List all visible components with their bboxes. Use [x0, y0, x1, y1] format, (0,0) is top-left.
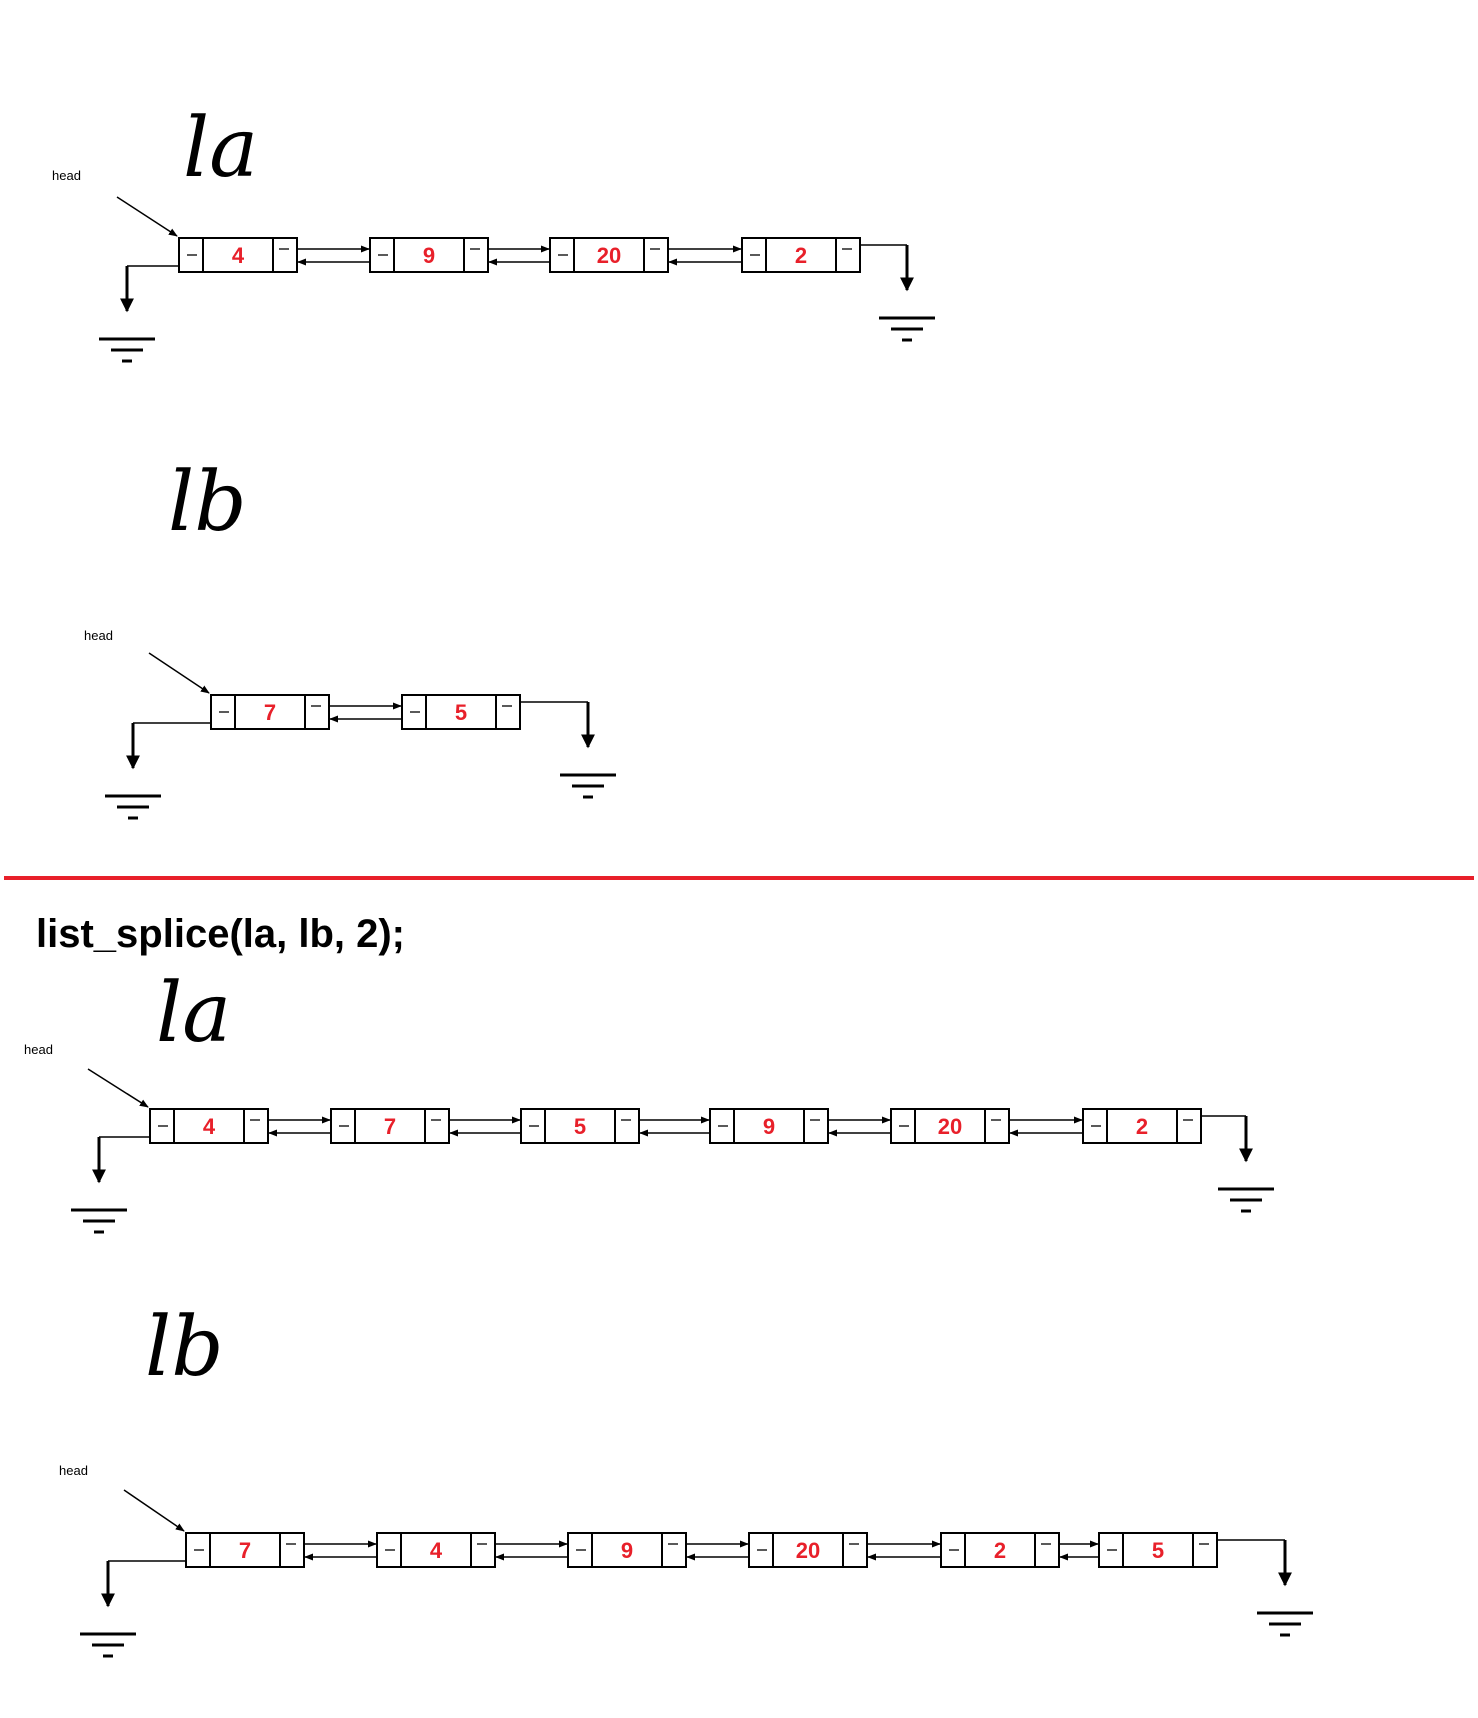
list-node: 5 — [520, 1108, 640, 1144]
list-title-lb-before: lb — [168, 455, 247, 550]
head-label: head — [59, 1463, 88, 1478]
list-node: 2 — [940, 1532, 1060, 1568]
list-node: 7 — [330, 1108, 450, 1144]
node-value: 2 — [994, 1538, 1006, 1563]
node-value: 5 — [574, 1114, 586, 1139]
head-pointer-arrow — [116, 196, 178, 237]
list-node: 9 — [369, 237, 489, 273]
list-node: 20 — [549, 237, 669, 273]
list-node: 2 — [1082, 1108, 1202, 1144]
list-title-la-before: la — [183, 101, 258, 196]
node-box — [401, 694, 521, 730]
node-box — [149, 1108, 269, 1144]
node-box — [178, 237, 298, 273]
node-box — [376, 1532, 496, 1568]
node-box — [748, 1532, 868, 1568]
node-value: 4 — [232, 243, 245, 268]
list-node: 5 — [401, 694, 521, 730]
list-node: 9 — [567, 1532, 687, 1568]
node-box — [890, 1108, 1010, 1144]
null-ground-icon — [105, 723, 161, 820]
node-value: 20 — [796, 1538, 820, 1563]
node-box — [185, 1532, 305, 1568]
node-box — [369, 237, 489, 273]
head-label: head — [52, 168, 81, 183]
null-ground-icon — [1257, 1540, 1313, 1637]
list-node: 5 — [1098, 1532, 1218, 1568]
null-ground-icon — [80, 1561, 136, 1658]
node-box — [940, 1532, 1060, 1568]
node-box — [741, 237, 861, 273]
head-pointer-arrow — [148, 652, 210, 694]
node-value: 9 — [621, 1538, 633, 1563]
head-pointer-arrow — [87, 1068, 149, 1108]
list-node: 7 — [210, 694, 330, 730]
node-box — [709, 1108, 829, 1144]
node-value: 20 — [938, 1114, 962, 1139]
node-box — [1098, 1532, 1218, 1568]
list-node: 20 — [748, 1532, 868, 1568]
node-box — [330, 1108, 450, 1144]
list-title-la-after: la — [156, 966, 231, 1061]
head-label: head — [24, 1042, 53, 1057]
list-node: 9 — [709, 1108, 829, 1144]
function-call: list_splice(la, lb, 2); — [36, 912, 405, 956]
node-box — [210, 694, 330, 730]
head-label: head — [84, 628, 113, 643]
node-box — [567, 1532, 687, 1568]
list-node: 20 — [890, 1108, 1010, 1144]
node-value: 5 — [455, 700, 467, 725]
null-ground-icon — [879, 245, 935, 342]
node-value: 2 — [1136, 1114, 1148, 1139]
node-value: 7 — [239, 1538, 251, 1563]
null-ground-icon — [560, 702, 616, 799]
null-ground-icon — [71, 1137, 127, 1234]
list-node: 7 — [185, 1532, 305, 1568]
null-ground-icon — [99, 266, 155, 363]
node-value: 9 — [763, 1114, 775, 1139]
list-node: 4 — [149, 1108, 269, 1144]
node-value: 7 — [264, 700, 276, 725]
list-node: 4 — [178, 237, 298, 273]
node-value: 4 — [203, 1114, 216, 1139]
node-box — [1082, 1108, 1202, 1144]
node-box — [549, 237, 669, 273]
list-node: 4 — [376, 1532, 496, 1568]
node-value: 2 — [795, 243, 807, 268]
node-value: 5 — [1152, 1538, 1164, 1563]
node-value: 7 — [384, 1114, 396, 1139]
null-ground-icon — [1218, 1116, 1274, 1213]
node-value: 4 — [430, 1538, 443, 1563]
node-box — [520, 1108, 640, 1144]
list-node: 2 — [741, 237, 861, 273]
list-title-lb-after: lb — [145, 1300, 224, 1395]
node-value: 20 — [597, 243, 621, 268]
node-value: 9 — [423, 243, 435, 268]
head-pointer-arrow — [123, 1489, 185, 1532]
